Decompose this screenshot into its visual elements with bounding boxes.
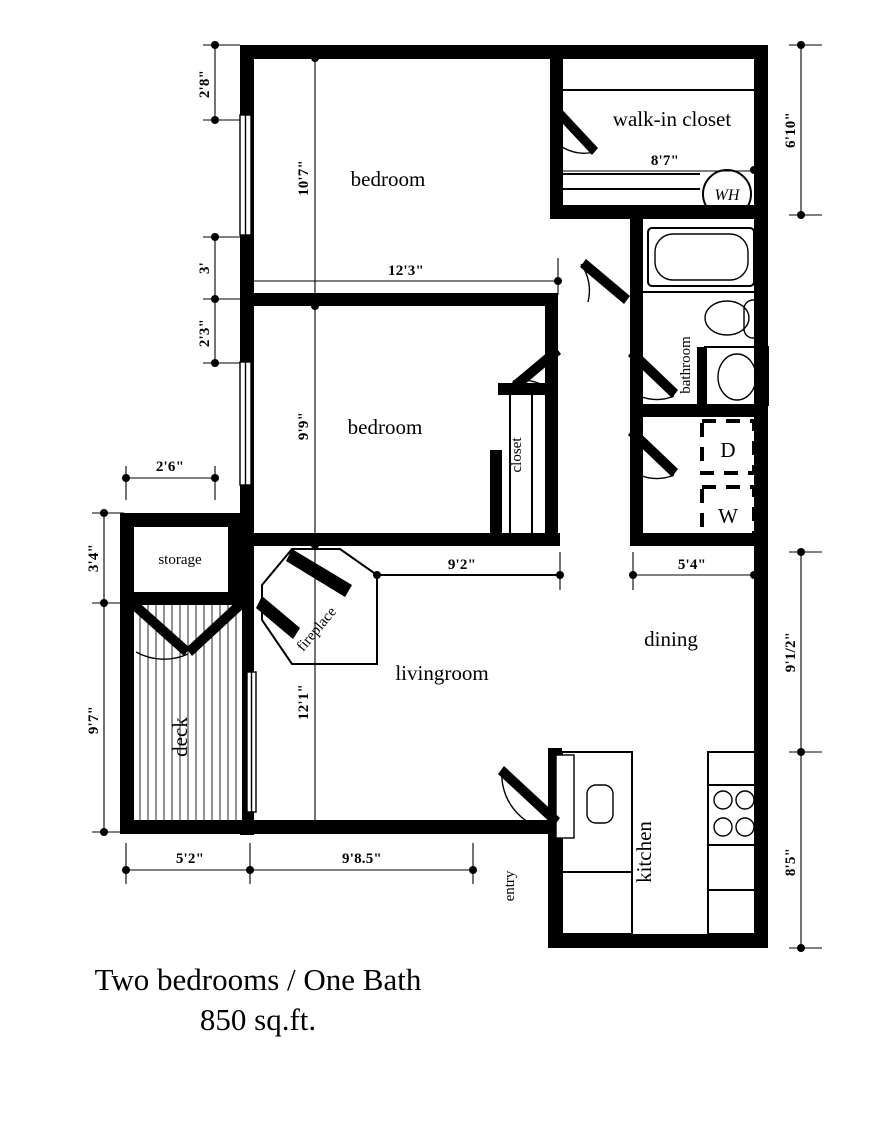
svg-text:8'7": 8'7" xyxy=(651,153,679,169)
sink-icon xyxy=(586,784,614,824)
door-swing-laundry xyxy=(631,470,675,480)
label-walk-in-closet: walk-in closet xyxy=(613,107,732,131)
toilet-bowl-icon xyxy=(704,300,750,336)
svg-text:9'8.5": 9'8.5" xyxy=(342,851,382,867)
dim-12-3: 12'3" xyxy=(254,258,562,295)
label-entry: entry xyxy=(502,870,518,901)
dim-9-7: 9'7" xyxy=(86,603,124,836)
dim-5-2: 5'2" xyxy=(122,843,254,884)
door-swing-bathroom xyxy=(631,391,675,401)
plan-title: Two bedrooms / One Bath 850 sq.ft. xyxy=(95,962,422,1037)
dim-8-5: 8'5" xyxy=(783,752,822,952)
dim-8-7: 8'7" xyxy=(563,153,754,172)
laundry-appliances: D W xyxy=(628,419,756,541)
door-leaf-laundry xyxy=(628,427,678,477)
door-leaf-bedroom1 xyxy=(580,259,630,304)
water-heater-label: WH xyxy=(715,187,741,204)
svg-text:9'2": 9'2" xyxy=(448,557,476,573)
vanity-icon xyxy=(704,346,769,406)
label-bathroom: bathroom xyxy=(678,336,694,394)
svg-text:9'7": 9'7" xyxy=(86,706,102,734)
dim-9-1-2: 9'1/2" xyxy=(783,548,822,756)
door-leaf-walkin-closet xyxy=(550,103,598,155)
label-kitchen: kitchen xyxy=(632,821,656,883)
washer-icon: W xyxy=(700,485,756,541)
door-leaf-deck-right xyxy=(186,598,246,656)
door-swing-bedroom2 xyxy=(512,379,555,394)
dim-2-6: 2'6" xyxy=(122,459,219,500)
dryer-icon: D xyxy=(700,419,756,475)
svg-text:12'1": 12'1" xyxy=(296,684,312,720)
svg-text:W: W xyxy=(718,504,738,528)
svg-text:8'5": 8'5" xyxy=(783,848,799,876)
dim-9-8-5: 9'8.5" xyxy=(250,843,477,884)
deck-area xyxy=(128,598,246,820)
dim-9-2: 9'2" xyxy=(373,552,564,590)
label-bedroom-1: bedroom xyxy=(351,167,426,191)
title-line-1: Two bedrooms / One Bath xyxy=(95,962,422,997)
svg-text:2'6": 2'6" xyxy=(156,459,184,475)
bathtub-icon xyxy=(647,227,755,287)
svg-text:9'9": 9'9" xyxy=(296,412,312,440)
door-swing-bedroom1 xyxy=(580,263,591,303)
sink-basin-icon xyxy=(717,353,757,401)
label-storage: storage xyxy=(158,552,202,568)
water-heater-icon xyxy=(702,169,752,219)
dim-6-10: 6'10" xyxy=(783,41,822,219)
label-closet: closet xyxy=(509,437,525,473)
kitchen-fixtures xyxy=(498,751,757,935)
kitchen-counter-left xyxy=(561,751,633,935)
label-deck: deck xyxy=(168,717,192,757)
svg-text:3'4": 3'4" xyxy=(86,544,102,572)
svg-text:5'2": 5'2" xyxy=(176,851,204,867)
kitchen-sink-window xyxy=(555,754,575,839)
hall-doors xyxy=(512,259,630,394)
dim-10-7: 10'7" xyxy=(296,54,319,304)
dim-5-4: 5'4" xyxy=(629,552,758,590)
door-leaf-bathroom xyxy=(628,348,678,398)
dim-2-8: 2'8" xyxy=(197,41,240,124)
walk-in-closet-area: WH xyxy=(550,89,758,219)
svg-text:2'3": 2'3" xyxy=(197,319,213,347)
toilet-tank-icon xyxy=(743,299,765,339)
door-swing-walkin-closet xyxy=(555,141,595,155)
dim-12-1: 12'1" xyxy=(296,541,319,832)
svg-text:D: D xyxy=(720,438,735,462)
dim-2-3: 2'3" xyxy=(197,299,240,367)
label-bedroom-2: bedroom xyxy=(348,415,423,439)
kitchen-counter-right xyxy=(707,751,757,935)
label-dining: dining xyxy=(644,627,698,651)
svg-text:9'1/2": 9'1/2" xyxy=(783,632,799,672)
bathroom-fixtures xyxy=(628,227,769,406)
windows xyxy=(239,114,257,813)
range-burners-icon xyxy=(713,790,755,837)
svg-text:12'3": 12'3" xyxy=(388,263,424,279)
title-line-2: 850 sq.ft. xyxy=(200,1002,316,1037)
door-leaf-bedroom2 xyxy=(512,346,561,390)
closet-bedroom2 xyxy=(509,395,533,545)
svg-text:5'4": 5'4" xyxy=(678,557,706,573)
door-leaf-deck-left xyxy=(128,598,190,656)
door-swing-deck xyxy=(135,651,189,660)
svg-text:2'8": 2'8" xyxy=(197,70,213,98)
door-swing-entry xyxy=(501,769,551,831)
room-labels: bedroom walk-in closet bathroom bedroom … xyxy=(158,107,731,901)
door-leaf-entry xyxy=(498,766,560,826)
svg-text:6'10": 6'10" xyxy=(783,112,799,148)
dimension-lines: 2'8" 3' 2'3" 2'6" xyxy=(86,41,822,952)
label-livingroom: livingroom xyxy=(395,661,488,685)
svg-text:3': 3' xyxy=(197,262,213,274)
svg-text:10'7": 10'7" xyxy=(296,160,312,196)
